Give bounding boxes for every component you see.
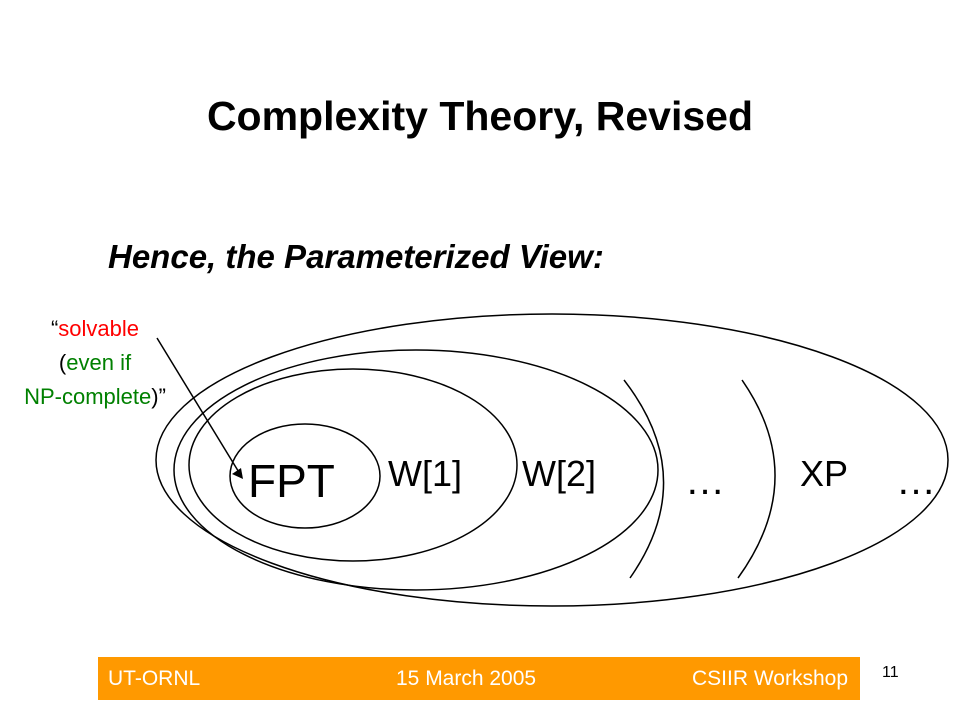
footer-bar: UT-ORNL 15 March 2005 CSIIR Workshop — [98, 657, 860, 700]
solvable-annotation: “solvable (even if NP-complete)” — [0, 312, 190, 414]
paren-open: ( — [58, 350, 67, 375]
annotation-line-1: “solvable — [0, 312, 190, 346]
solvable-text: solvable — [58, 316, 140, 341]
footer-org: UT-ORNL — [108, 667, 201, 690]
close-quote: ” — [158, 384, 166, 409]
class-boundary-arc-1 — [623, 379, 665, 579]
slide-subtitle: Hence, the Parameterized View: — [108, 238, 604, 275]
ellipsis-end: … — [896, 459, 936, 503]
open-quote: “ — [50, 316, 59, 341]
w1-label: W[1] — [388, 453, 462, 494]
annotation-arrow-line — [156, 337, 241, 475]
even-if-text: even if — [66, 350, 132, 375]
slide-number: 11 — [882, 664, 899, 681]
annotation-line-3: NP-complete)” — [0, 380, 190, 414]
paren-close: ) — [151, 384, 159, 409]
xp-label: XP — [800, 453, 848, 494]
annotation-line-2: (even if — [0, 346, 190, 380]
np-complete-text: NP-complete — [24, 384, 152, 409]
footer-event: CSIIR Workshop — [692, 667, 848, 690]
fpt-ellipse — [229, 423, 381, 529]
footer-date: 15 March 2005 — [396, 667, 537, 690]
fpt-label: FPT — [248, 455, 335, 507]
w2-ellipse — [173, 349, 659, 591]
w2-label: W[2] — [522, 453, 596, 494]
annotation-arrow-head — [232, 468, 243, 479]
outer-ellipse — [155, 313, 949, 607]
slide-title: Complexity Theory, Revised — [206, 93, 754, 139]
w1-ellipse — [188, 368, 518, 562]
class-boundary-arc-2 — [737, 379, 776, 579]
ellipsis-mid: … — [685, 459, 725, 503]
